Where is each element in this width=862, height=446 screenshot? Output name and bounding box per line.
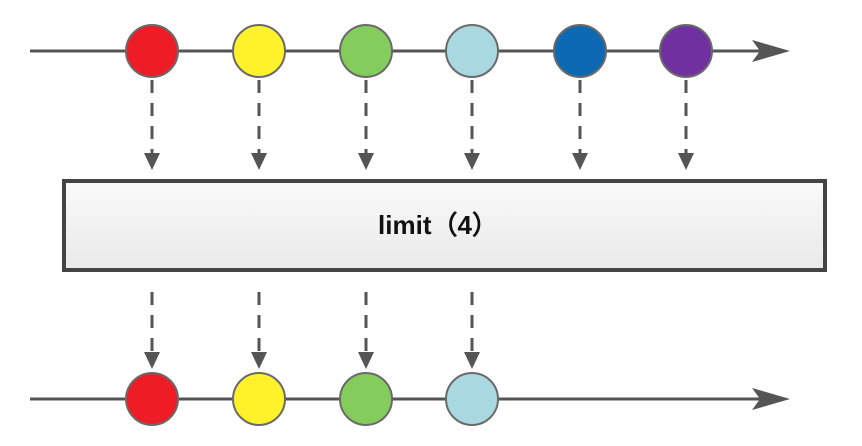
input-arrow-head bbox=[464, 153, 480, 170]
input-arrows bbox=[144, 80, 694, 170]
output-arrow bbox=[251, 292, 267, 369]
input-marbles bbox=[125, 24, 713, 78]
input-arrow-head bbox=[572, 153, 588, 170]
output-marble bbox=[339, 372, 393, 426]
input-marble bbox=[445, 24, 499, 78]
output-arrow bbox=[464, 292, 480, 369]
operator-box-rect bbox=[62, 179, 827, 272]
input-arrow bbox=[678, 80, 694, 170]
input-marble bbox=[659, 24, 713, 78]
input-marble bbox=[553, 24, 607, 78]
output-arrows bbox=[144, 292, 480, 369]
input-arrow-head bbox=[251, 153, 267, 170]
output-timeline-arrowhead bbox=[752, 388, 790, 410]
output-marbles bbox=[125, 372, 499, 426]
output-arrow-head bbox=[251, 352, 267, 369]
input-arrow-head bbox=[678, 153, 694, 170]
input-timeline-arrowhead bbox=[752, 40, 790, 62]
input-marble bbox=[232, 24, 286, 78]
input-arrow-head bbox=[144, 153, 160, 170]
output-marble bbox=[445, 372, 499, 426]
input-marble bbox=[125, 24, 179, 78]
input-arrow-head bbox=[358, 153, 374, 170]
input-marble bbox=[339, 24, 393, 78]
input-arrow bbox=[358, 80, 374, 170]
output-arrow bbox=[144, 292, 160, 369]
operator-label: limit（4） bbox=[378, 210, 498, 240]
output-arrow bbox=[358, 292, 374, 369]
output-arrow-head bbox=[464, 352, 480, 369]
operator-box: limit（4） bbox=[62, 179, 827, 272]
input-arrow bbox=[464, 80, 480, 170]
input-arrow bbox=[251, 80, 267, 170]
output-arrow-head bbox=[144, 352, 160, 369]
output-arrow-head bbox=[358, 352, 374, 369]
output-marble bbox=[125, 372, 179, 426]
input-arrow bbox=[572, 80, 588, 170]
output-marble bbox=[232, 372, 286, 426]
input-arrow bbox=[144, 80, 160, 170]
